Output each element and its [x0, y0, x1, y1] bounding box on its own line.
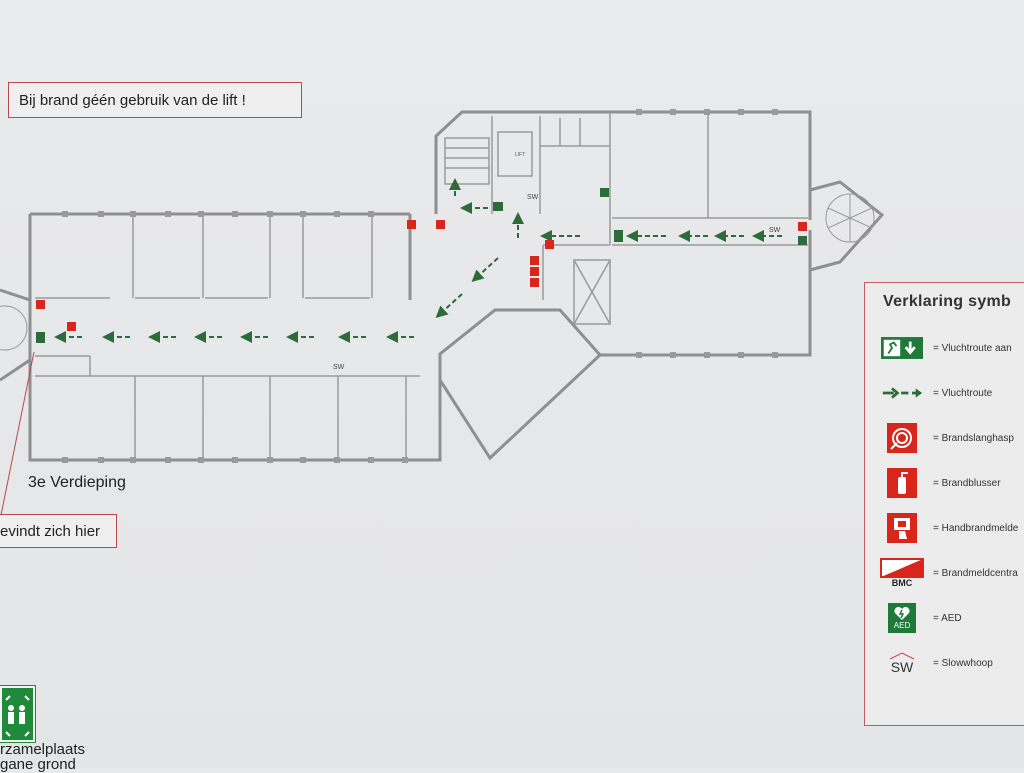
you-are-here-pointer: [0, 351, 35, 521]
legend-label: = AED: [933, 612, 962, 624]
assembly-line-1: rzamelplaats: [0, 741, 86, 758]
assembly-line-2: gane grond: [0, 756, 76, 773]
legend-label: = Vluchtroute aan: [933, 342, 1012, 354]
escape-route-arrows: [54, 178, 782, 343]
legend-label: = Vluchtroute: [933, 387, 993, 399]
legend-label: = Slowwhoop: [933, 657, 993, 669]
aed-icon: AED: [881, 601, 923, 635]
escape-route-arrow-icon: [881, 376, 923, 410]
floor-label: 3e Verdieping: [28, 474, 126, 491]
lift-warning-note: Bij brand géén gebruik van de lift !: [8, 82, 302, 118]
fire-hose-reel-icon: [881, 421, 923, 455]
legend-item-slowwhoop: SW = Slowwhoop: [881, 646, 993, 680]
legend-item-call-point: = Handbrandmelde: [881, 511, 1018, 545]
sw-label-corridor: SW: [333, 364, 345, 371]
you-are-here-text: evindt zich hier: [0, 522, 101, 540]
sw-label-east: SW: [769, 227, 781, 234]
legend-label: = Handbrandmelde: [933, 522, 1019, 534]
legend-item-exit-route: = Vluchtroute aan: [881, 331, 1012, 365]
lift-warning-text: Bij brand géén gebruik van de lift !: [19, 91, 246, 109]
legend-title: Verklaring symb: [883, 293, 1012, 310]
sw-label-core: SW: [527, 194, 539, 201]
spiral-stair: [0, 193, 875, 351]
you-are-here-note: evindt zich hier: [0, 514, 117, 548]
manual-call-point-icon: [881, 511, 923, 545]
legend-label: = Brandmeldcentra: [933, 567, 1018, 579]
slow-whoop-icon: SW: [881, 646, 923, 680]
legend-label: = Brandslanghasp: [933, 432, 1014, 444]
fire-equipment-markers: [36, 188, 807, 343]
legend-item-alarm-panel: BMC = Brandmeldcentra: [880, 556, 1018, 590]
aed-badge: AED: [893, 620, 911, 630]
legend-item-hose-reel: = Brandslanghasp: [881, 421, 1014, 455]
legend-panel: Verklaring symb = Vluchtroute aan = Vluc…: [864, 282, 1024, 726]
legend-label: = Brandblusser: [933, 477, 1001, 489]
pillars: [62, 109, 778, 463]
sw-badge: SW: [890, 659, 914, 675]
fire-alarm-panel-icon: BMC: [880, 556, 924, 590]
legend-item-route-arrow: = Vluchtroute: [881, 376, 992, 410]
bmc-badge: BMC: [891, 578, 913, 588]
legend-item-extinguisher: = Brandblusser: [881, 466, 1001, 500]
exit-route-sign-icon: [881, 331, 923, 365]
lift-label: LIFT: [515, 152, 525, 158]
inner-walls: [35, 112, 808, 458]
fire-extinguisher-icon: [881, 466, 923, 500]
assembly-point-icon: [0, 685, 36, 743]
legend-item-aed: AED = AED: [881, 601, 962, 635]
